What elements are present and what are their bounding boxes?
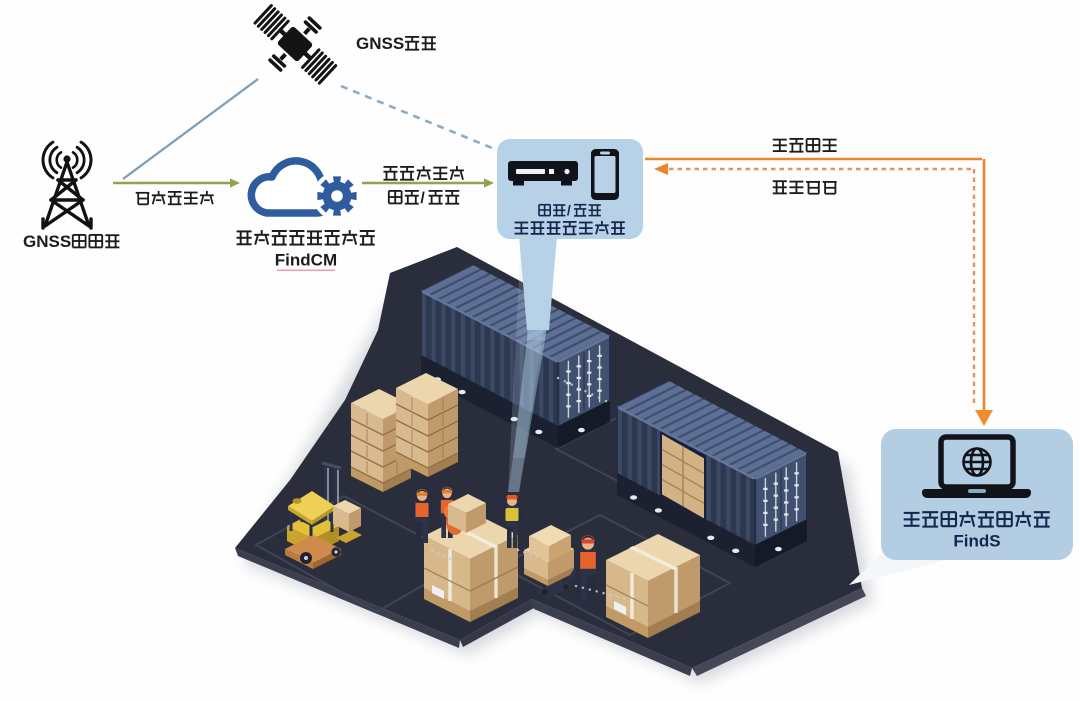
- svg-text:GNSS: GNSS: [356, 34, 404, 53]
- svg-text:FindCM: FindCM: [275, 251, 337, 270]
- svg-text:GNSS: GNSS: [23, 232, 71, 251]
- svg-text:FindS: FindS: [953, 532, 1000, 551]
- svg-text:/: /: [567, 202, 571, 218]
- svg-text:/: /: [420, 190, 425, 207]
